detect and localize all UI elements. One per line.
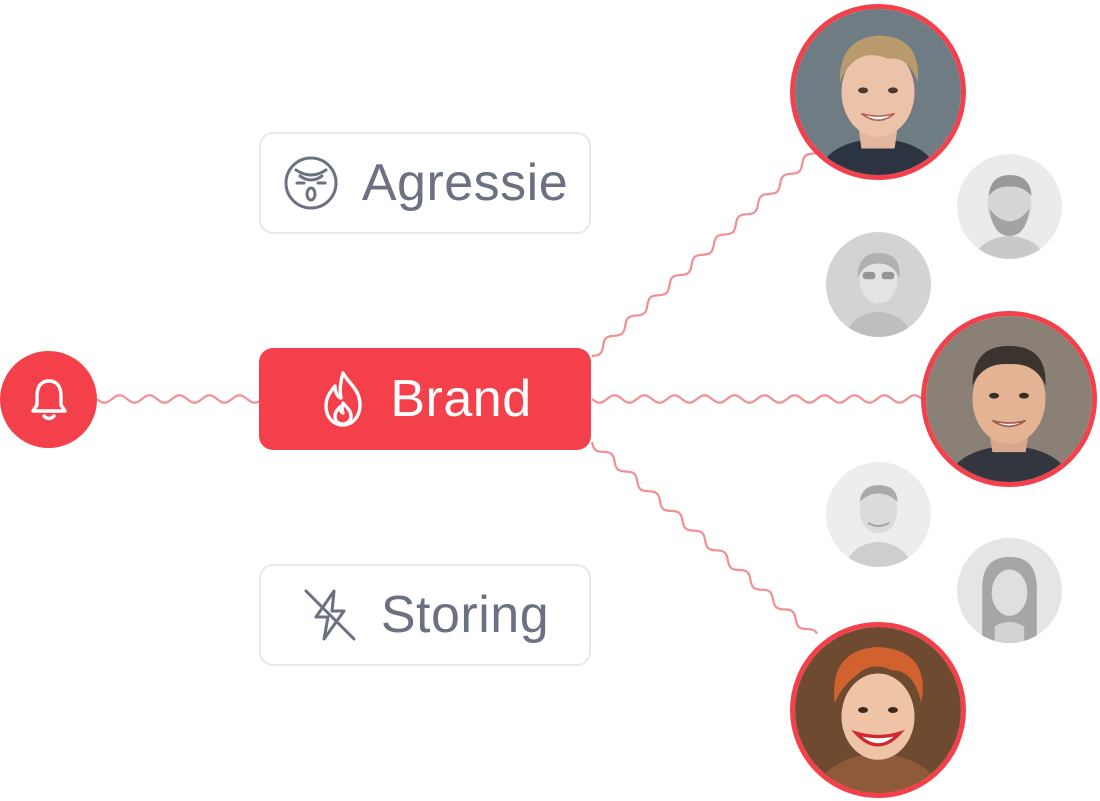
no-power-icon	[301, 586, 359, 644]
wire-brand-to-contact-7	[590, 441, 818, 635]
contact-avatar-7[interactable]	[790, 622, 966, 798]
person-photo-icon	[957, 538, 1062, 643]
person-photo-icon	[957, 154, 1062, 259]
wire-bell-to-brand	[96, 394, 260, 404]
category-agressie[interactable]: Agressie	[259, 132, 591, 234]
category-label: Storing	[380, 586, 550, 644]
category-brand[interactable]: Brand	[259, 348, 591, 450]
category-label: Agressie	[361, 154, 569, 212]
contact-avatar-6[interactable]	[957, 538, 1062, 643]
wire-brand-to-contact-4	[591, 394, 925, 404]
contact-avatar-1[interactable]	[790, 4, 966, 180]
person-photo-icon	[795, 627, 961, 793]
contact-avatar-3[interactable]	[826, 232, 931, 337]
person-photo-icon	[826, 462, 931, 567]
wire-brand-to-contact-1	[591, 152, 817, 358]
person-photo-icon	[926, 316, 1092, 482]
person-photo-icon	[826, 232, 931, 337]
category-label: Brand	[390, 370, 532, 428]
bell-icon	[30, 378, 67, 420]
angry-face-icon	[282, 154, 340, 212]
person-photo-icon	[795, 9, 961, 175]
contact-avatar-4[interactable]	[921, 311, 1097, 487]
contact-avatar-5[interactable]	[826, 462, 931, 567]
flame-icon	[318, 369, 368, 429]
category-storing[interactable]: Storing	[259, 564, 591, 666]
contact-avatar-2[interactable]	[957, 154, 1062, 259]
alarm-bell-button[interactable]	[0, 351, 97, 448]
